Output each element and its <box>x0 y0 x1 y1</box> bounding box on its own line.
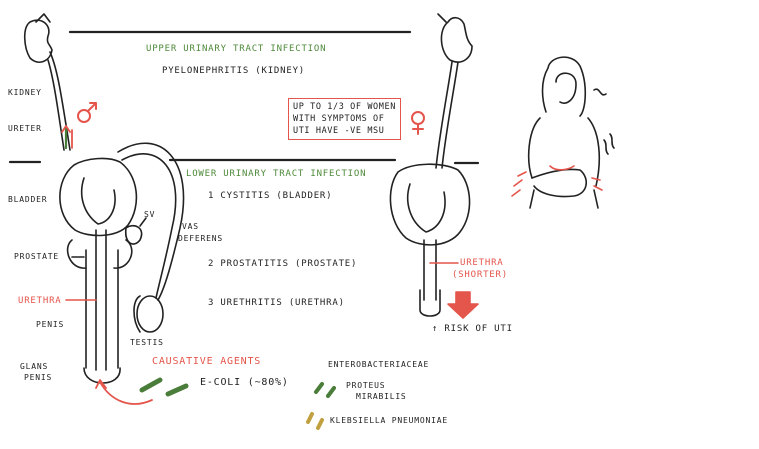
ascending-infection-arrow <box>99 381 153 405</box>
woman-hair-shape <box>541 56 587 117</box>
adrenal-gland-shape <box>35 13 51 23</box>
woman-grimace-mark <box>593 88 607 96</box>
ureter-label: URETER <box>8 124 42 133</box>
male-kidney-shape <box>23 19 53 63</box>
glans-shape <box>83 367 121 384</box>
male-ureter-right <box>47 59 65 151</box>
testis-label: TESTIS <box>130 338 164 347</box>
penis-shaft-shape <box>85 249 119 369</box>
infection-arrowhead <box>95 379 107 389</box>
note-line-2: WITH SYMPTOMS OF <box>293 114 385 124</box>
male-bladder-shape <box>59 157 138 237</box>
risk-of-uti-label: ↑ RISK OF UTI <box>432 324 513 334</box>
vas-label-line2: DEFERENS <box>178 234 223 243</box>
kidney-label: KIDNEY <box>8 88 42 97</box>
female-adrenal-shape <box>437 13 447 23</box>
female-urethra-label-line2: (SHORTER) <box>452 270 508 280</box>
woman-face-shape <box>555 72 577 104</box>
vas-deferens-shape <box>117 142 185 301</box>
female-bladder-inner <box>406 183 446 233</box>
pyelonephritis-label: PYELONEPHRITIS (KIDNEY) <box>162 66 306 76</box>
prostate-label: PROSTATE <box>14 252 59 261</box>
causative-agents-heading: CAUSATIVE AGENTS <box>152 356 262 367</box>
note-line-3: UTI HAVE -VE MSU <box>293 126 385 136</box>
seminal-vesicle-shape <box>124 224 143 245</box>
sv-pointer <box>139 217 147 227</box>
pain-marks-left <box>511 171 527 197</box>
female-urethra-opening <box>419 289 441 317</box>
note-line-1: UP TO 1/3 OF WOMEN <box>293 102 396 112</box>
female-symbol-icon <box>411 111 425 135</box>
female-kidney-shape <box>440 16 473 63</box>
urethra-label: URETHRA <box>18 296 62 306</box>
penis-label: PENIS <box>36 320 65 329</box>
female-bladder-shape <box>389 163 471 246</box>
urethritis-item: 3 URETHRITIS (URETHRA) <box>208 298 345 308</box>
woman-pain-lines <box>603 133 615 155</box>
glans-label-line1: GLANS <box>20 362 49 371</box>
sv-label: SV <box>144 210 156 219</box>
proteus-label-line1: PROTEUS <box>346 381 386 390</box>
male-ureter-left <box>49 51 71 151</box>
woman-arms-shape <box>531 168 587 198</box>
ecoli-bacterium-1 <box>139 377 163 393</box>
lower-uti-heading: LOWER URINARY TRACT INFECTION <box>186 169 367 179</box>
testis-shape <box>136 295 164 333</box>
bladder-inner-wall <box>80 177 116 225</box>
ecoli-bacterium-2 <box>165 383 189 397</box>
cystitis-item: 1 CYSTITIS (BLADDER) <box>208 191 333 201</box>
negative-msu-note: UP TO 1/3 OF WOMEN WITH SYMPTOMS OF UTI … <box>288 98 401 140</box>
klebsiella-bacteria <box>306 412 324 430</box>
prostatitis-item: 2 PROSTATITIS (PROSTATE) <box>208 259 358 269</box>
glans-label-line2: PENIS <box>24 373 53 382</box>
pain-marks-right <box>591 177 603 191</box>
abdominal-pain-mark <box>549 165 575 171</box>
woman-lower-body <box>529 189 599 209</box>
vas-label-line1: VAS <box>182 222 199 231</box>
vas-deferens-inner <box>121 153 177 299</box>
ecoli-label: E-COLI (~80%) <box>200 377 289 388</box>
female-urethra-label-line1: URETHRA <box>460 258 504 268</box>
ascend-arrowhead <box>61 125 71 133</box>
male-symbol-icon <box>77 102 97 123</box>
proteus-bacteria <box>314 382 336 398</box>
upper-uti-heading: UPPER URINARY TRACT INFECTION <box>146 44 327 54</box>
enterobacteriaceae-label: ENTEROBACTERIACEAE <box>328 360 430 369</box>
female-urethra-shape <box>423 239 437 301</box>
prostate-shape <box>66 239 133 269</box>
bladder-label: BLADDER <box>8 195 48 204</box>
male-urethra-shape <box>95 229 107 371</box>
epididymis-shape <box>133 295 141 333</box>
increased-risk-arrow <box>447 291 479 319</box>
klebsiella-label: KLEBSIELLA PNEUMONIAE <box>330 416 448 425</box>
proteus-label-line2: MIRABILIS <box>356 392 407 401</box>
female-ureter-shape <box>435 61 459 169</box>
